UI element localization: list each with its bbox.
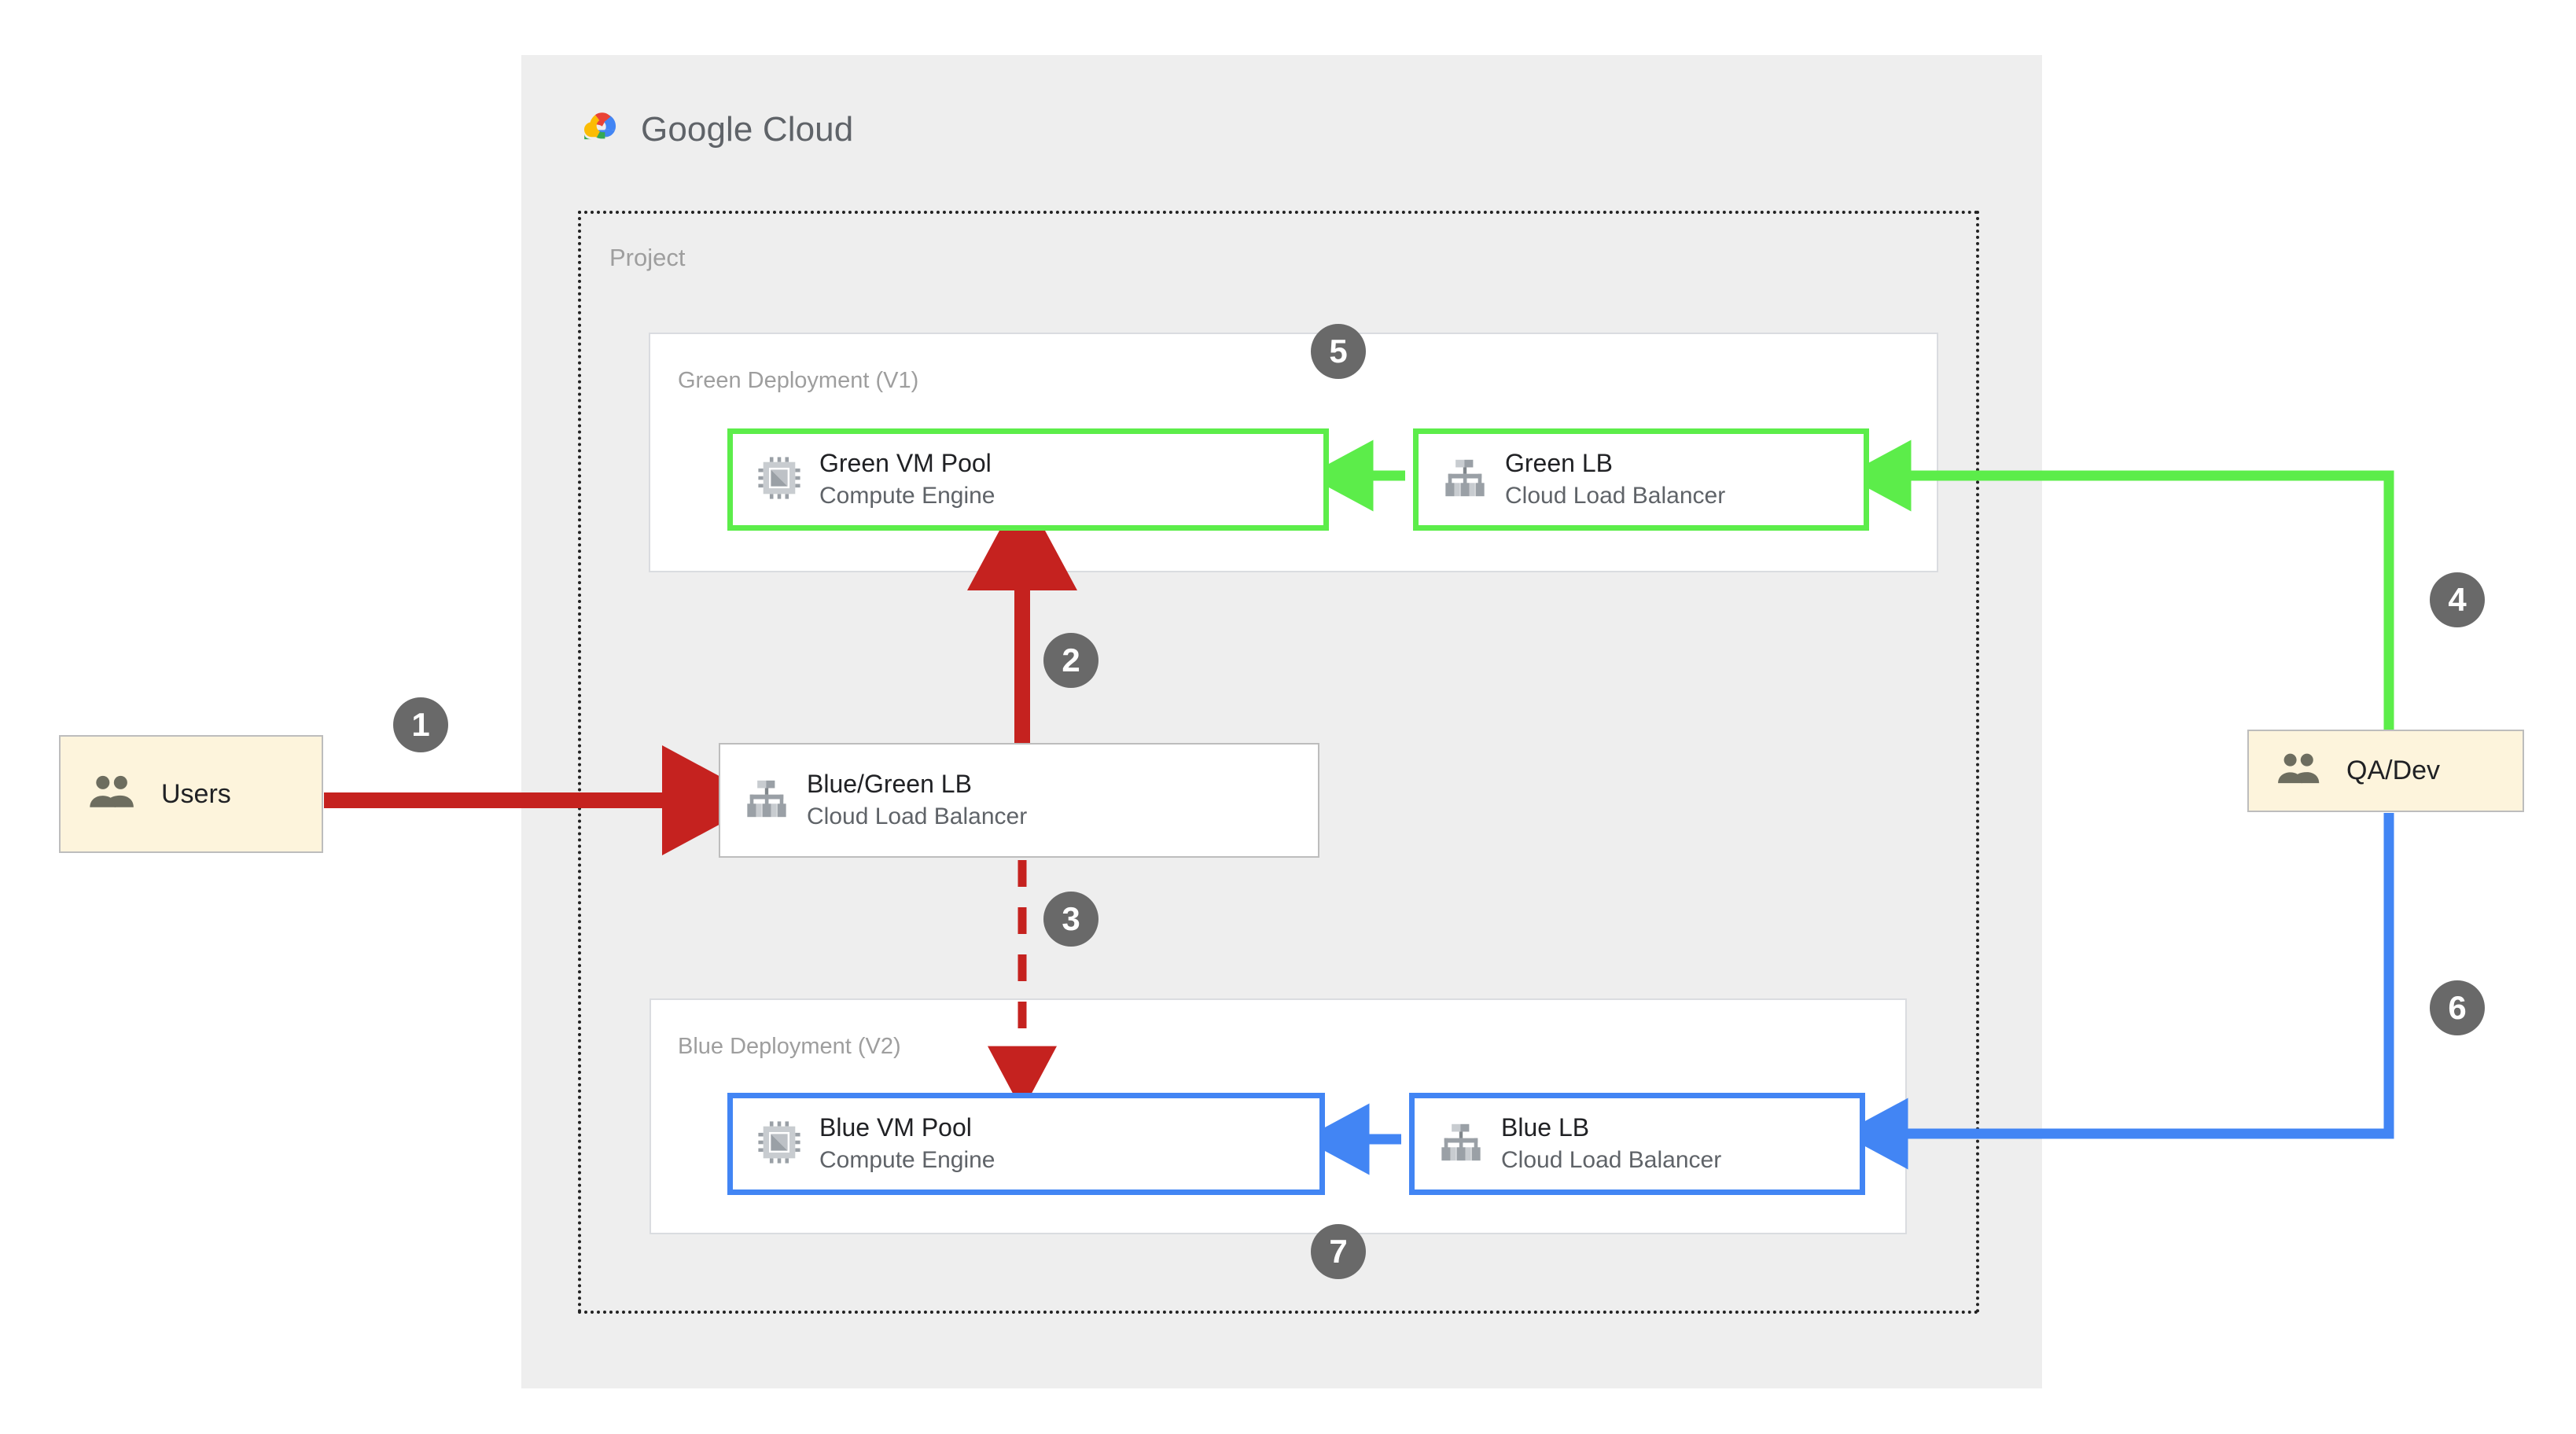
cloud-load-balancer-icon xyxy=(744,776,789,825)
card-subtitle: Compute Engine xyxy=(819,483,995,509)
card-blue-green-lb[interactable]: Blue/Green LB Cloud Load Balancer xyxy=(719,743,1319,858)
card-green-vm-pool[interactable]: Green VM Pool Compute Engine xyxy=(727,428,1329,531)
step-badge-6: 6 xyxy=(2430,980,2485,1035)
cloud-load-balancer-icon xyxy=(1442,455,1488,505)
card-green-lb[interactable]: Green LB Cloud Load Balancer xyxy=(1413,428,1869,531)
step-badge-2: 2 xyxy=(1043,633,1098,688)
google-cloud-logo-lockup: Google Cloud xyxy=(578,101,971,159)
card-blue-lb-text: Blue LB Cloud Load Balancer xyxy=(1501,1113,1721,1174)
google-cloud-wordmark: Google Cloud xyxy=(641,110,853,149)
step-badge-5: 5 xyxy=(1311,324,1366,379)
card-title: Blue LB xyxy=(1501,1113,1590,1142)
card-title: Green VM Pool xyxy=(819,449,992,478)
card-blue-vm-pool[interactable]: Blue VM Pool Compute Engine xyxy=(727,1093,1325,1195)
blue-deployment-title: Blue Deployment (V2) xyxy=(678,1034,901,1059)
compute-engine-icon xyxy=(756,1120,802,1169)
card-green-vm-pool-text: Green VM Pool Compute Engine xyxy=(819,449,995,509)
google-cloud-logo-icon xyxy=(578,105,627,154)
step-badge-7: 7 xyxy=(1311,1224,1366,1279)
cloud-load-balancer-icon xyxy=(1438,1120,1484,1169)
compute-engine-icon xyxy=(756,455,802,505)
card-title: Blue/Green LB xyxy=(807,770,972,799)
users-group-icon xyxy=(2276,751,2324,792)
card-subtitle: Cloud Load Balancer xyxy=(1505,483,1726,509)
step-badge-3: 3 xyxy=(1043,892,1098,947)
actor-users[interactable]: Users xyxy=(59,735,323,853)
project-label: Project xyxy=(609,244,686,271)
card-title: Blue VM Pool xyxy=(819,1113,972,1142)
card-blue-lb[interactable]: Blue LB Cloud Load Balancer xyxy=(1409,1093,1865,1195)
actor-users-label: Users xyxy=(161,778,231,809)
actor-qa-dev-label: QA/Dev xyxy=(2346,756,2441,785)
project-boundary xyxy=(578,211,1979,1314)
card-subtitle: Cloud Load Balancer xyxy=(807,803,1028,830)
step-badge-1: 1 xyxy=(393,697,448,752)
green-deployment-title: Green Deployment (V1) xyxy=(678,368,919,393)
brand-google: Google xyxy=(641,110,763,149)
card-blue-vm-pool-text: Blue VM Pool Compute Engine xyxy=(819,1113,995,1174)
card-subtitle: Compute Engine xyxy=(819,1147,995,1174)
card-subtitle: Cloud Load Balancer xyxy=(1501,1147,1722,1174)
card-blue-green-lb-text: Blue/Green LB Cloud Load Balancer xyxy=(807,770,1027,830)
card-green-lb-text: Green LB Cloud Load Balancer xyxy=(1505,449,1725,509)
step-badge-4: 4 xyxy=(2430,572,2485,627)
brand-cloud: Cloud xyxy=(762,110,854,149)
users-group-icon xyxy=(87,773,139,816)
card-title: Green LB xyxy=(1505,449,1613,478)
actor-qa-dev[interactable]: QA/Dev xyxy=(2247,730,2524,812)
